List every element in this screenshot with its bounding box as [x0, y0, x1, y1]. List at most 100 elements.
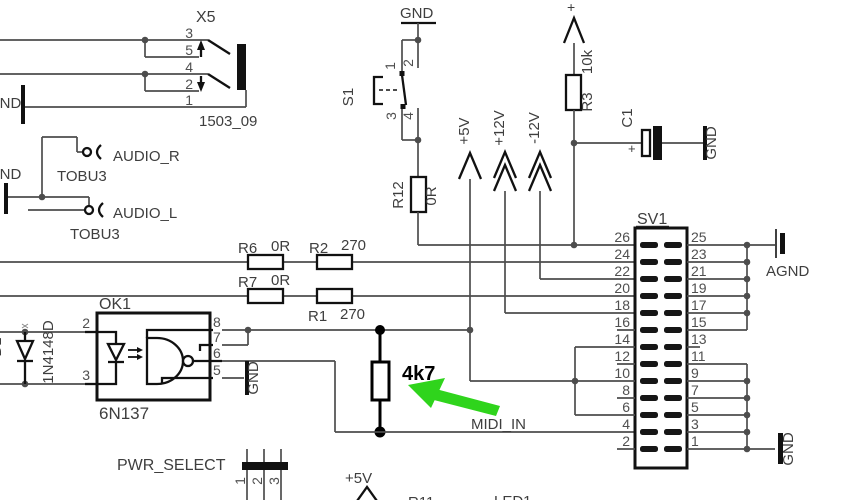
x5-refdes: X5: [196, 9, 216, 26]
minus12v-arrow2: [527, 162, 553, 192]
sv1-pin25-label: 25: [691, 229, 707, 245]
r1-refdes: R1: [308, 308, 327, 325]
switch-blade: [400, 74, 408, 106]
led1-partial-label: LED1: [494, 493, 532, 500]
sv1-pin8-label: 8: [622, 382, 630, 398]
r12-refdes: R12: [390, 181, 407, 209]
plus5v-bottom-arrow: [356, 485, 378, 500]
r3-refdes: R3: [579, 92, 596, 111]
r7-value: 0R: [271, 272, 290, 289]
ok1-pin5-label: 5: [213, 362, 221, 378]
midi-in-netlabel: MIDI_IN: [471, 416, 526, 433]
sv1-pin23-label: 23: [691, 246, 707, 262]
sv1-pin26-label: 26: [614, 229, 630, 245]
sv1-pin15-label: 15: [691, 314, 707, 330]
plus12v-arrow: [492, 149, 518, 179]
gnd-label: GND: [0, 166, 22, 183]
pin-end-mark: [21, 323, 29, 329]
sv1-pin11-label: 11: [691, 348, 706, 364]
ok1-partname: 6N137: [99, 404, 149, 423]
r1-body: [315, 287, 354, 305]
sv1-pin6-label: 6: [622, 399, 630, 415]
gnd-bar: [4, 183, 8, 214]
diode-triangle: [15, 339, 35, 362]
s1-refpin4-label: 4: [400, 112, 416, 120]
audio-l-netlabel: AUDIO_L: [113, 205, 177, 222]
sv1-pin3-label: 3: [691, 416, 699, 432]
sv1-pin17-label: 17: [691, 297, 707, 313]
header-bar: [242, 462, 288, 470]
r2-body: [315, 253, 354, 271]
switch-contact: [399, 71, 405, 76]
plus12v-label: +12V: [491, 110, 508, 145]
audio-connectors: AUDIO_R TOBU3 AUDIO_L TOBU3: [8, 136, 180, 243]
ok1-led-anode-wire: [97, 330, 118, 344]
sv1-pin9-label: 9: [691, 365, 699, 381]
s1-pin1-label: 1: [382, 62, 398, 70]
sv1-pin21-label: 21: [691, 263, 707, 279]
ok1-pin7-label: 7: [213, 329, 221, 345]
d1-partname: 1N4148D: [40, 320, 57, 384]
x5-pin5-label: 5: [185, 42, 193, 58]
optocoupler-ok1: OK1 6N137 2 3 8 7 6 5 GND: [82, 296, 470, 432]
green-arrow-tail: [430, 388, 500, 416]
r2-value: 270: [341, 237, 366, 254]
switch-actuator: [372, 75, 383, 106]
gnd-bar: [778, 433, 783, 464]
gnd-label: GND: [780, 432, 797, 466]
junction-dot: [244, 326, 252, 334]
sv1-pin14-label: 14: [614, 331, 630, 347]
ok1-pin2-label: 2: [82, 315, 90, 331]
pullup-4k7: 4k7 MIDI_IN: [335, 325, 635, 438]
c1-plate-positive: [640, 128, 652, 158]
sv1-pin4-label: 4: [622, 416, 630, 432]
resistor-r12: R12 0R: [390, 140, 635, 246]
r12-value: 0R: [423, 186, 440, 205]
vplus-arrow: [562, 14, 586, 44]
jack-tip-contact: [207, 39, 231, 55]
audio-r-pin-circle: [81, 146, 93, 158]
plus5v-label: +5V: [456, 117, 473, 144]
bottom-edge-items: +5V R11 LED1: [345, 470, 532, 500]
minus12v-label: -12V: [526, 112, 543, 144]
green-arrow-head: [408, 378, 445, 408]
d1-refdes: D1: [0, 337, 5, 356]
r-4k7-body: [370, 360, 391, 402]
supply-arrows: +5V +12V -12V: [456, 110, 635, 330]
ok1-led-triangle: [106, 342, 126, 363]
sv1-pin24-label: 24: [614, 246, 630, 262]
sv1-pin7-label: 7: [691, 382, 699, 398]
sv1-pads: [640, 242, 682, 452]
plus5v-bottom-label: +5V: [345, 470, 372, 487]
sv1-pin2-label: 2: [622, 433, 630, 449]
agnd-label: AGND: [766, 263, 810, 280]
pwr-pin1-label: 1: [232, 477, 248, 485]
audio-l-socket-arc: [97, 202, 104, 218]
sv1-pin10-label: 10: [614, 365, 630, 381]
pwr-select-header: PWR_SELECT 1 2 3: [117, 449, 288, 500]
ok1-inverter-bubble: [181, 354, 195, 368]
x5-pin1-label: 1: [185, 92, 193, 108]
plus5v-arrow: [457, 150, 483, 180]
jack-body-bar: [237, 44, 246, 90]
r1-value: 270: [340, 306, 365, 323]
r2-refdes: R2: [309, 240, 328, 257]
sv1-refdes: SV1: [637, 211, 667, 228]
gnd-bar: [21, 85, 25, 124]
switch-contact: [400, 104, 406, 109]
audio-r-netlabel: AUDIO_R: [113, 148, 180, 165]
s1-pin3-label: 3: [383, 112, 399, 120]
sv1-pin16-label: 16: [614, 314, 630, 330]
annotation-arrow: [408, 378, 500, 416]
ok1-pin3-label: 3: [82, 367, 90, 383]
vplus-label: +: [567, 0, 575, 15]
ok1-refdes: OK1: [99, 296, 131, 313]
x5-pin2-label: 2: [185, 76, 193, 92]
c1-plate-negative: [653, 126, 662, 160]
audio-l-part: TOBU3: [70, 226, 120, 243]
x5-partname: 1503_09: [199, 113, 257, 130]
resistor-rows: R6 0R R2 270 R7 0R R1 270: [0, 237, 635, 325]
connector-x5: 3 5 4 2 1 X5 1503_09: [0, 9, 257, 130]
ok1-pin5-internal: [160, 376, 213, 384]
